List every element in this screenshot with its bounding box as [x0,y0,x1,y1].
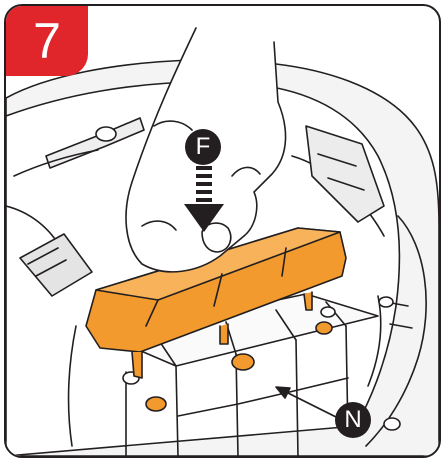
instruction-frame: 7 F N [4,4,441,458]
orange-part [85,227,347,379]
callout-force: F [185,129,221,165]
step-number-badge: 7 [6,6,88,76]
push-arrow-icon [184,166,224,232]
compartment-ribs [105,293,401,456]
callout-part: N [335,402,371,438]
leader-arrow-icon [275,386,339,419]
